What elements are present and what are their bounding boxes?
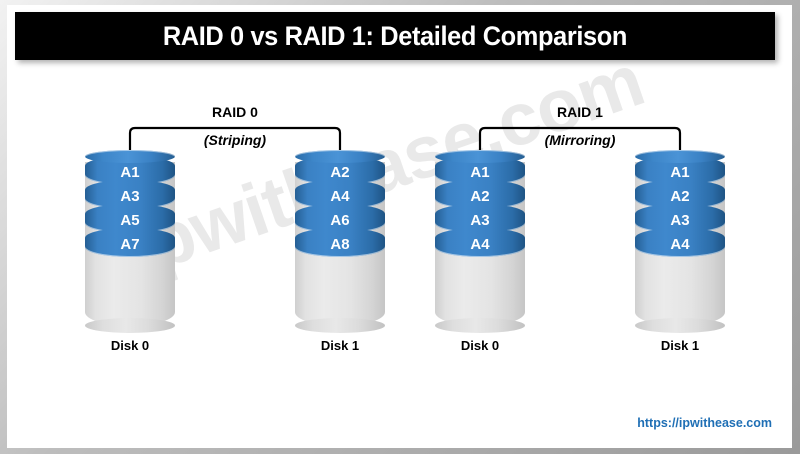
data-block: A3 <box>435 204 525 233</box>
disk-1-1: A1 A2 A3 A4 Disk 1 <box>635 150 725 353</box>
disk-0-0: A1 A3 A5 A7 Disk 0 <box>85 150 175 353</box>
disk-0-1: A2 A4 A6 A8 Disk 1 <box>295 150 385 353</box>
disk-data-stack: A1 A2 A3 A4 <box>435 150 525 257</box>
group-0-disks: A1 A3 A5 A7 Disk 0 A2 A4 A6 A8 <box>85 150 385 353</box>
disk-data-stack: A2 A4 A6 A8 <box>295 150 385 257</box>
disk-label: Disk 0 <box>110 338 150 353</box>
block-label: A2 <box>670 188 690 205</box>
group-0-title: RAID 0 <box>212 104 258 120</box>
page-title: RAID 0 vs RAID 1: Detailed Comparison <box>162 20 628 51</box>
data-block: A7 <box>85 228 175 257</box>
disk-cylinder: A2 A4 A6 A8 <box>295 150 385 333</box>
block-label: A4 <box>670 236 690 253</box>
site-url-link[interactable]: https://ipwithease.com <box>637 416 772 430</box>
block-label: A3 <box>670 212 690 229</box>
block-label: A3 <box>470 212 490 229</box>
block-label: A1 <box>670 164 690 181</box>
block-label: A6 <box>330 212 350 229</box>
disk-label: Disk 0 <box>460 338 500 353</box>
disk-1-0: A1 A2 A3 A4 Disk 0 <box>435 150 525 353</box>
block-label: A3 <box>120 188 140 205</box>
data-block: A5 <box>85 204 175 233</box>
block-label: A2 <box>330 164 350 181</box>
block-label: A7 <box>120 236 140 253</box>
disk-data-stack: A1 A2 A3 A4 <box>635 150 725 257</box>
block-label: A4 <box>330 188 350 205</box>
group-1-disks: A1 A2 A3 A4 Disk 0 A1 A2 A3 A4 <box>435 150 725 353</box>
group-1-mode: (Mirroring) <box>544 132 616 148</box>
data-block: A4 <box>435 228 525 257</box>
block-label: A4 <box>470 236 490 253</box>
data-block: A8 <box>295 228 385 257</box>
disk-cylinder: A1 A2 A3 A4 <box>635 150 725 333</box>
block-label: A8 <box>330 236 350 253</box>
disk-cylinder: A1 A3 A5 A7 <box>85 150 175 333</box>
group-1-title: RAID 1 <box>557 104 603 120</box>
disk-label: Disk 1 <box>660 338 700 353</box>
title-banner: RAID 0 vs RAID 1: Detailed Comparison <box>15 12 775 60</box>
group-0-mode: (Striping) <box>203 132 267 148</box>
data-block: A4 <box>635 228 725 257</box>
disk-label: Disk 1 <box>320 338 360 353</box>
block-label: A1 <box>120 164 140 181</box>
disk-cylinder: A1 A2 A3 A4 <box>435 150 525 333</box>
block-label: A1 <box>470 164 490 181</box>
block-label: A2 <box>470 188 490 205</box>
block-label: A5 <box>120 212 140 229</box>
disk-data-stack: A1 A3 A5 A7 <box>85 150 175 257</box>
